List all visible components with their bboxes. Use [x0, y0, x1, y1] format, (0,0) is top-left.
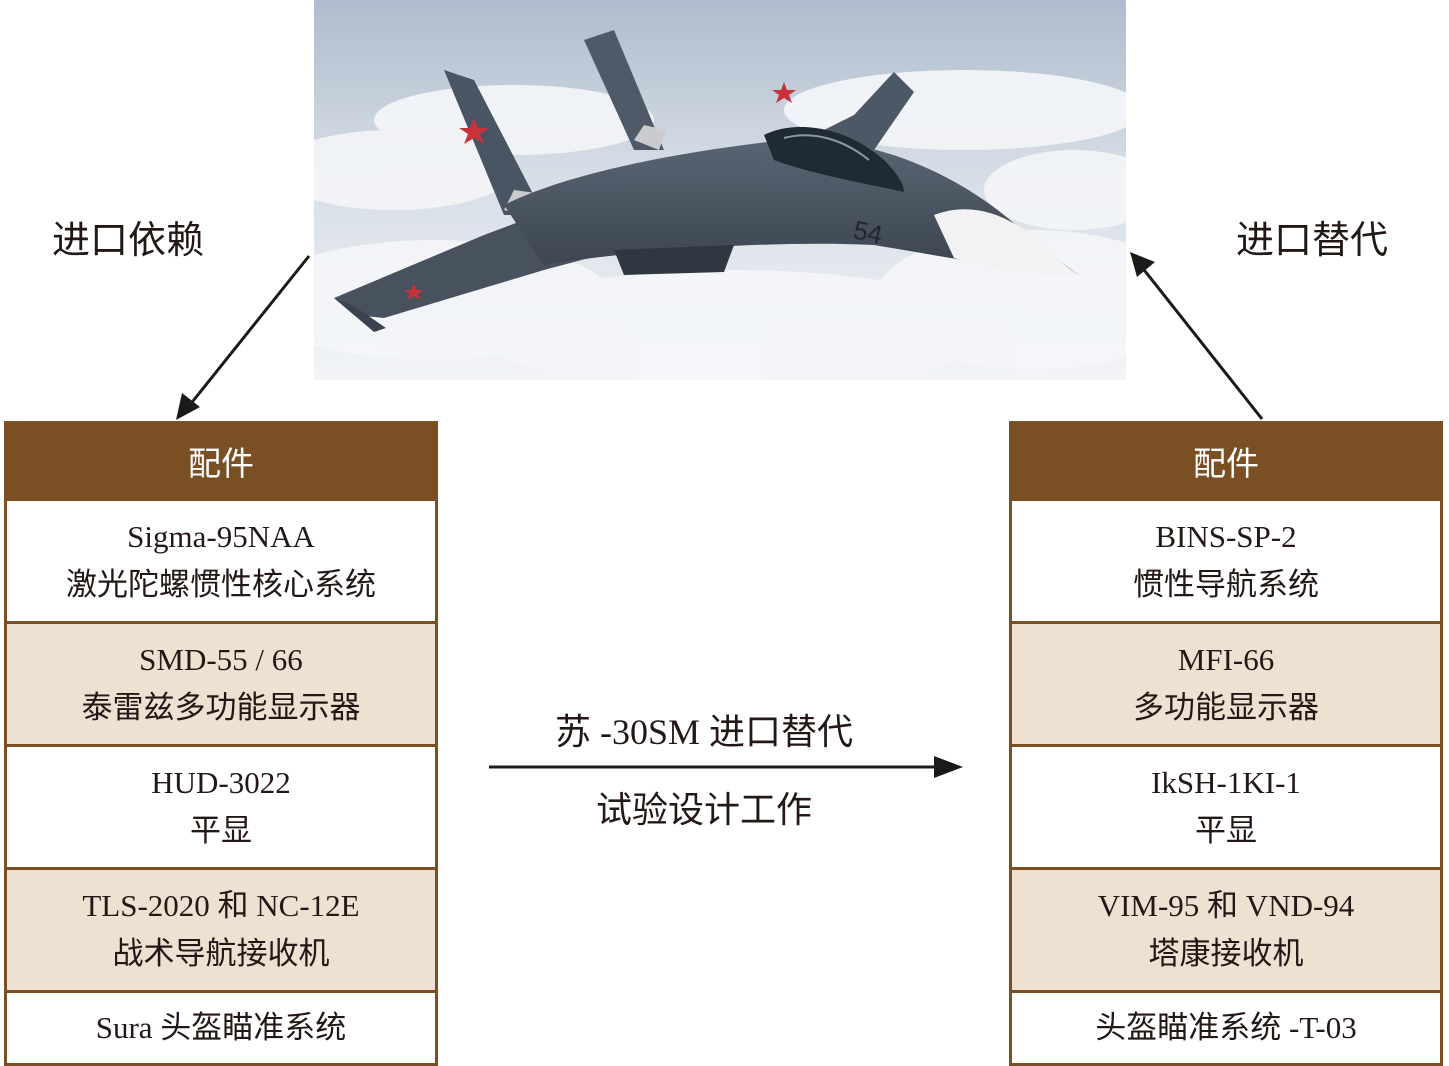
row-line2: 激光陀螺惯性核心系统: [66, 567, 376, 602]
row-line1: Sura 头盔瞄准系统: [95, 1009, 347, 1045]
right-table-row: BINS-SP-2 惯性导航系统: [1012, 498, 1440, 621]
left-table-row: Sigma-95NAA 激光陀螺惯性核心系统: [7, 498, 435, 621]
left-table-row: SMD-55 / 66 泰雷兹多功能显示器: [7, 621, 435, 744]
row-line2: 泰雷兹多功能显示器: [81, 690, 361, 725]
row-line1: MFI-66: [1177, 641, 1275, 677]
left-table-row: TLS-2020 和 NC-12E 战术导航接收机: [7, 867, 435, 990]
row-line1: 头盔瞄准系统 -T-03: [1095, 1009, 1357, 1045]
left-parts-table: 配件 Sigma-95NAA 激光陀螺惯性核心系统 SMD-55 / 66 泰雷…: [4, 421, 438, 1066]
left-table-row: HUD-3022 平显: [7, 744, 435, 867]
row-line1: VIM-95 和 VND-94: [1097, 887, 1355, 923]
row-line2: 平显: [1195, 813, 1257, 848]
right-parts-table: 配件 BINS-SP-2 惯性导航系统 MFI-66 多功能显示器 IkSH-1…: [1009, 421, 1443, 1066]
import-substitution-label: 进口替代: [1236, 220, 1389, 262]
row-line2: 平显: [190, 813, 252, 848]
arrow-center-substitution: [489, 756, 963, 778]
center-subtitle: 试验设计工作: [595, 790, 812, 830]
right-table-row: IkSH-1KI-1 平显: [1012, 744, 1440, 867]
aircraft-number: 54: [851, 215, 886, 250]
row-line1: SMD-55 / 66: [139, 641, 303, 677]
left-table-row: Sura 头盔瞄准系统: [7, 990, 435, 1063]
row-line2: 惯性导航系统: [1133, 567, 1319, 602]
aircraft-silhouette: 54: [334, 30, 1079, 332]
row-line1: HUD-3022: [151, 764, 291, 800]
left-table-header: 配件: [7, 424, 435, 498]
aircraft-photo: 54: [314, 0, 1126, 380]
row-line2: 战术导航接收机: [112, 936, 330, 971]
row-line1: TLS-2020 和 NC-12E: [82, 887, 360, 923]
row-line2: 多功能显示器: [1133, 690, 1319, 725]
arrow-import-substitution: [1130, 252, 1264, 420]
center-title: 苏 -30SM 进口替代: [554, 712, 854, 752]
right-table-row: 头盔瞄准系统 -T-03: [1012, 990, 1440, 1063]
row-line2: 塔康接收机: [1148, 936, 1304, 971]
row-line1: IkSH-1KI-1: [1151, 764, 1301, 800]
right-table-row: MFI-66 多功能显示器: [1012, 621, 1440, 744]
arrow-import-dependence: [176, 255, 311, 420]
row-line1: Sigma-95NAA: [127, 518, 315, 554]
row-line1: BINS-SP-2: [1155, 518, 1297, 554]
import-dependence-label: 进口依赖: [52, 220, 205, 262]
right-table-row: VIM-95 和 VND-94 塔康接收机: [1012, 867, 1440, 990]
right-table-header: 配件: [1012, 424, 1440, 498]
